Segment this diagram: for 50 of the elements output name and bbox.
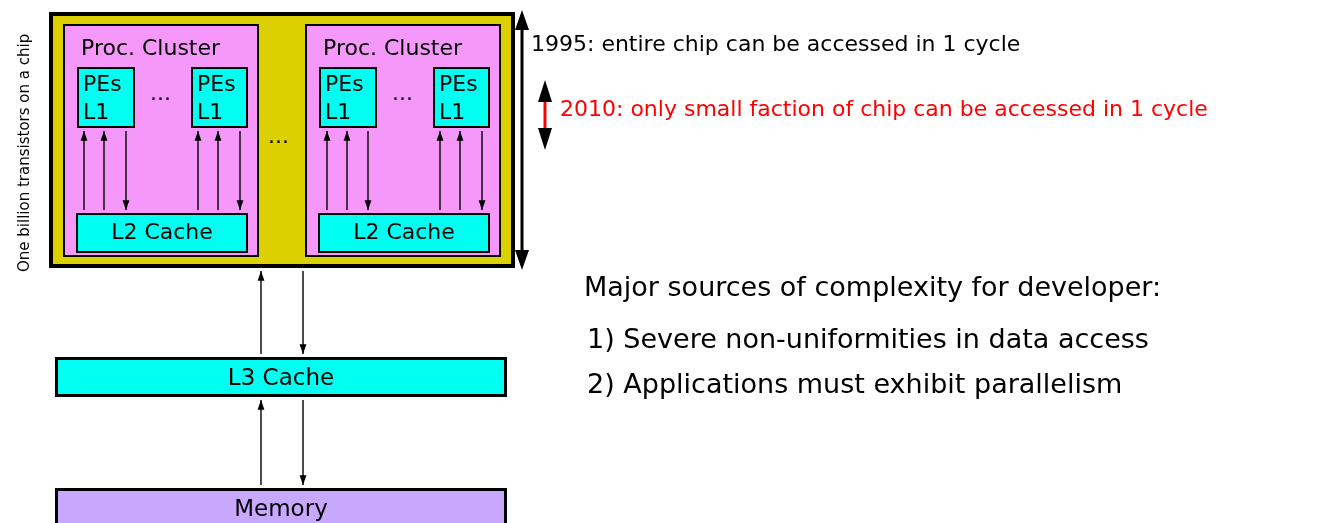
pe-label: PEs [325,70,364,98]
pe-label: PEs [439,70,478,98]
note-text: 1995: entire chip can be accessed in 1 cycle [531,30,1021,58]
pe-label: L1 [197,98,224,126]
box-label: Memory [234,494,328,523]
cluster-box [63,24,259,257]
note-text: 2010: only small faction of chip can be accessed in 1 cycle [560,95,1208,123]
box-label: L2 Cache [353,218,455,246]
pe-label: L1 [325,98,352,126]
arrow [364,130,372,211]
pe-box [191,67,248,128]
arrow [214,130,222,211]
note-text: 2) Applications must exhibit parallelism [587,369,1123,399]
box-label: L3 Cache [227,363,335,392]
cluster-box [305,24,501,257]
arrow [436,130,444,211]
arrow [257,270,265,355]
cache-box [55,357,507,397]
cluster-title: Proc. Cluster [81,34,221,62]
cache-box [318,213,490,253]
ellipsis: ... [268,122,289,150]
arrow [122,130,130,211]
arrow [257,399,265,486]
arrow [100,130,108,211]
note-text: 1) Severe non-uniformities in data access [587,324,1149,354]
arrow [236,130,244,211]
ellipsis: ... [392,79,413,107]
arrow [323,130,331,211]
arrow [343,130,351,211]
chip-box [49,12,515,268]
note-text: Major sources of complexity for developer: [584,272,1162,302]
cluster-title: Proc. Cluster [323,34,463,62]
pe-box [77,67,135,128]
arrow [478,130,486,211]
pe-label: PEs [83,70,122,98]
cache-box [76,213,248,253]
pe-label: L1 [439,98,466,126]
ellipsis: ... [150,79,171,107]
pe-label: L1 [83,98,110,126]
arrow [80,130,88,211]
arrow [194,130,202,211]
arrow [456,130,464,211]
pe-box [433,67,490,128]
arrow [299,399,307,486]
memory-box [55,488,507,523]
rotated-caption: One billion transistors on a chip [15,33,33,272]
pe-label: PEs [197,70,236,98]
box-label: L2 Cache [111,218,213,246]
arrow [299,270,307,355]
pe-box [319,67,377,128]
